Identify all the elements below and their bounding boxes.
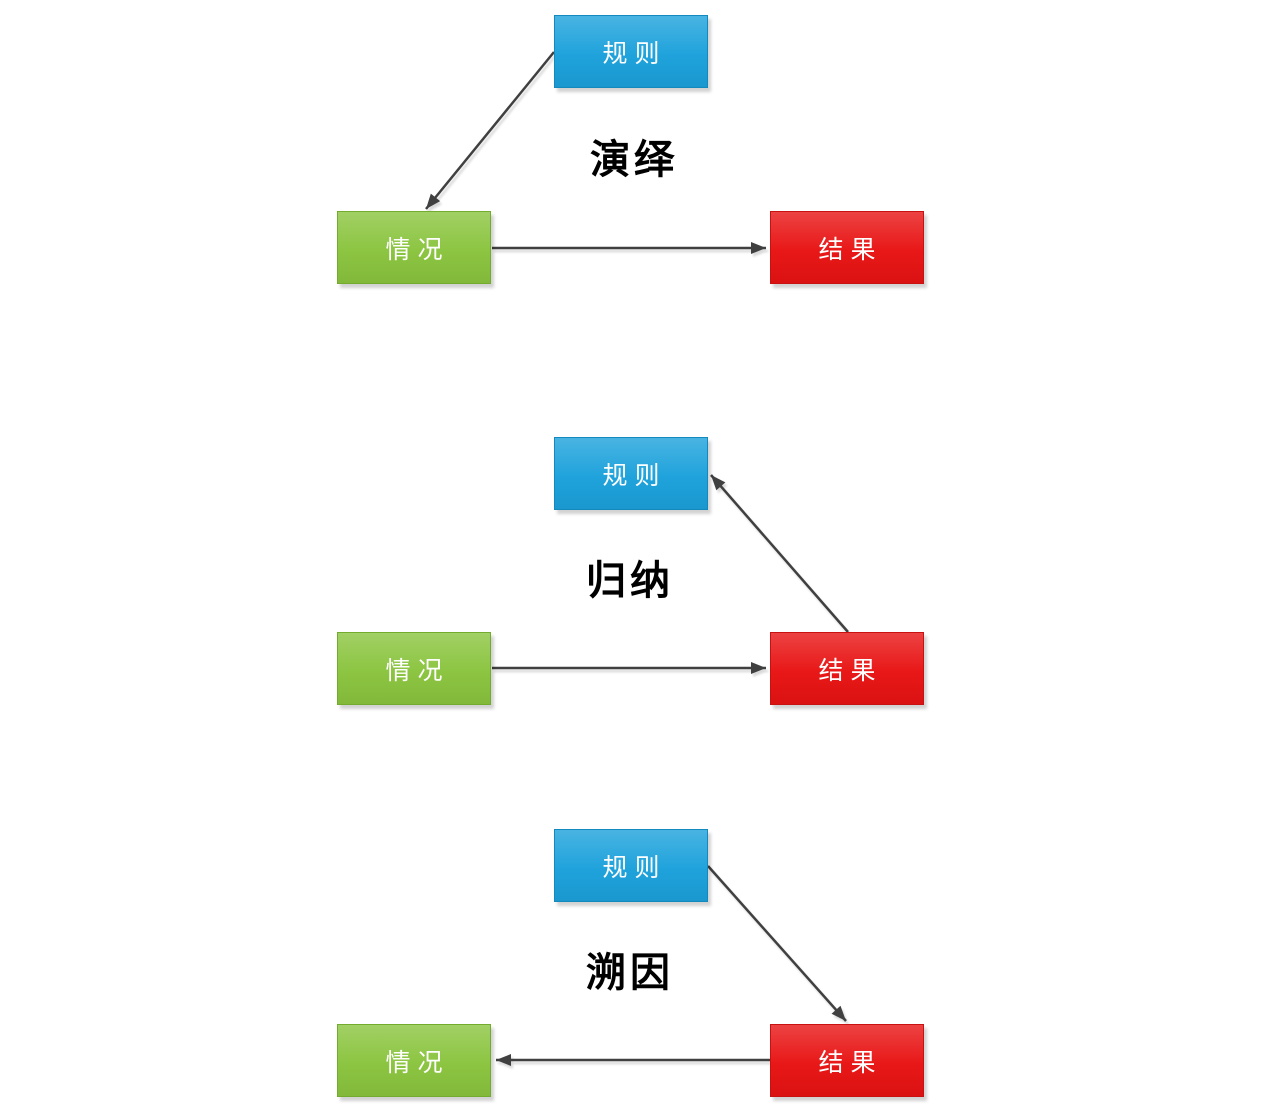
diagram-title-deduction: 演绎 <box>590 137 678 182</box>
node-case-abduction: 情况 <box>337 1024 491 1097</box>
diagram-title-abduction: 溯因 <box>586 950 674 995</box>
node-rule-abduction: 规则 <box>554 829 708 902</box>
node-case-label: 情况 <box>385 1048 450 1077</box>
node-result-induction: 结果 <box>770 632 924 705</box>
node-rule-deduction: 规则 <box>554 15 708 88</box>
node-rule-induction: 规则 <box>554 437 708 510</box>
node-rule-label: 规则 <box>602 39 667 68</box>
arrow-rule-to-result-abduction <box>707 865 847 1022</box>
node-rule-label: 规则 <box>602 461 667 490</box>
node-result-deduction: 结果 <box>770 211 924 284</box>
node-case-deduction: 情况 <box>337 211 491 284</box>
node-case-induction: 情况 <box>337 632 491 705</box>
diagram-title-induction: 归纳 <box>586 558 674 603</box>
node-result-label: 结果 <box>818 1048 883 1077</box>
node-rule-label: 规则 <box>602 853 667 882</box>
node-result-label: 结果 <box>818 235 883 264</box>
node-result-label: 结果 <box>818 656 883 685</box>
node-case-label: 情况 <box>385 235 450 264</box>
arrow-result-to-rule-induction <box>710 474 849 633</box>
node-result-abduction: 结果 <box>770 1024 924 1097</box>
arrow-rule-to-case-deduction <box>425 51 555 210</box>
node-case-label: 情况 <box>385 656 450 685</box>
